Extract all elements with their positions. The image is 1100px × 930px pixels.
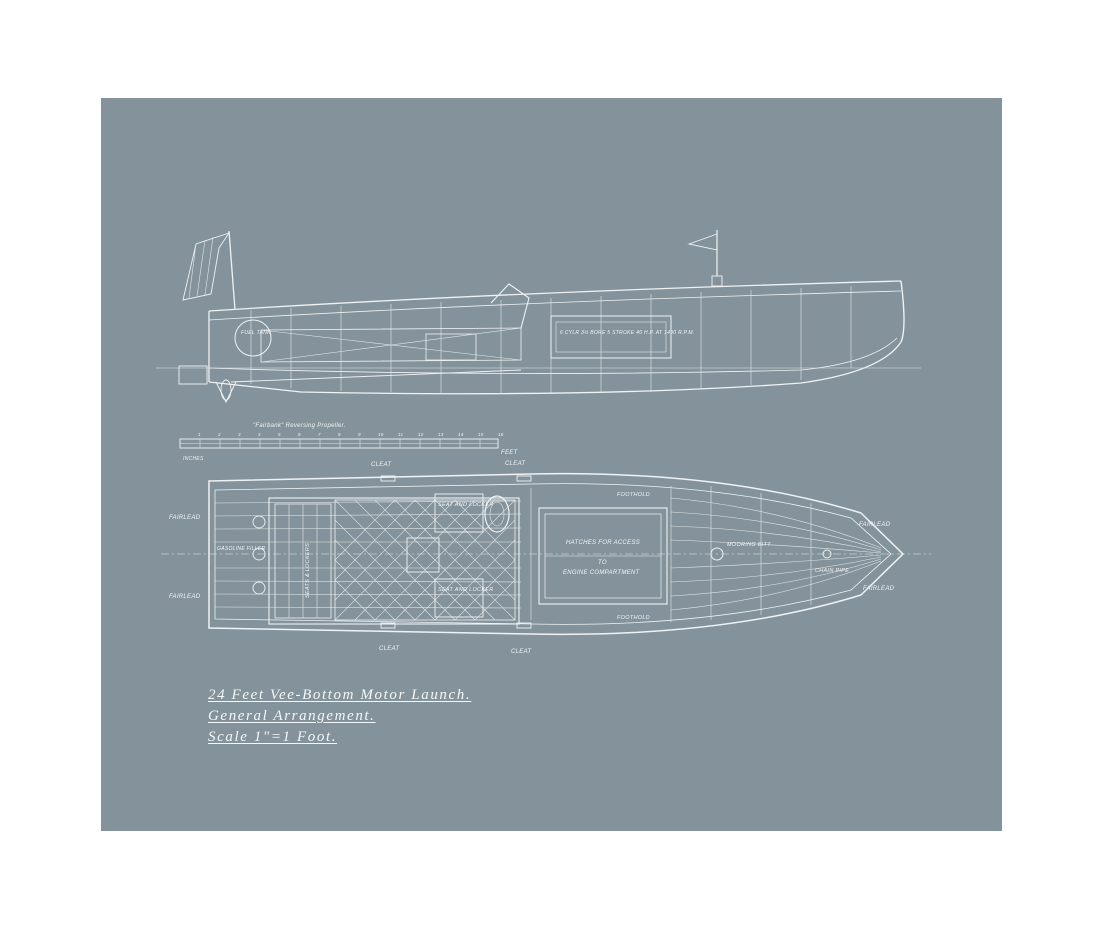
drawing-scale: Scale 1"=1 Foot. [208, 729, 338, 745]
fairlead-label-bow-top: FAIRLEAD [859, 522, 891, 528]
scale-tick-label: 1 [198, 432, 201, 437]
scale-tick-label: 2 [217, 432, 221, 437]
scale-tick-label: 6 [298, 432, 301, 437]
scale-tick-label: 13 [438, 432, 444, 437]
fairlead-label-stern-bottom: FAIRLEAD [169, 594, 201, 600]
foothold-label-top: FOOTHOLD [617, 492, 650, 498]
blueprint-sheet: FUEL TANK "Fairbank" Reversing Propeller… [101, 98, 1002, 831]
engine-compartment-label: ENGINE COMPARTMENT [563, 570, 641, 576]
reversing-propeller-label: "Fairbank" Reversing Propeller. [253, 423, 346, 429]
scale-tick-label: 5 [278, 432, 281, 437]
scale-tick-label: 4 [258, 432, 261, 437]
profile-view: FUEL TANK "Fairbank" Reversing Propeller… [156, 230, 921, 429]
plan-view: CLEAT CLEAT CLEAT CLEAT FAIRLEAD FAIRLEA… [161, 461, 931, 655]
scale-bar: FEET INCHES [179, 438, 519, 462]
cleat-label-bottom-left: CLEAT [379, 646, 400, 652]
chain-pipe-label: CHAIN PIPE [815, 568, 849, 574]
scale-tick-label: 16 [498, 432, 504, 437]
hatches-to-label: TO [598, 560, 607, 566]
scale-tick-label: 12 [418, 432, 424, 437]
boat-drawing: FUEL TANK "Fairbank" Reversing Propeller… [156, 230, 931, 655]
seat-locker-label-top: SEAT AND LOCKER [438, 502, 494, 508]
scale-tick-label: 14 [458, 432, 464, 437]
scale-tick-label: 3 [238, 432, 241, 437]
stern-flag [182, 230, 236, 311]
foothold-label-bottom: FOOTHOLD [617, 615, 650, 621]
hatches-label: HATCHES FOR ACCESS [566, 540, 640, 546]
scale-tick-label: 7 [318, 432, 321, 437]
cleat-label-top-left: CLEAT [371, 462, 392, 468]
cleat-label-top-right: CLEAT [505, 461, 526, 467]
drawing-subtitle: General Arrangement. [208, 708, 376, 724]
scale-feet-label: FEET [501, 450, 519, 456]
fairlead-label-bow-bottom: FAIRLEAD [863, 586, 895, 592]
scale-tick-label: 15 [478, 432, 484, 437]
scale-tick-label: 11 [398, 432, 403, 437]
title-block: 24 Feet Vee-Bottom Motor Launch. General… [208, 685, 708, 748]
cleat-label-bottom-right: CLEAT [511, 649, 532, 655]
scale-tick-label: 8 [338, 432, 341, 437]
scale-inches-label: INCHES [183, 456, 204, 462]
scale-tick-label: 10 [378, 432, 384, 437]
seat-locker-label-bottom: SEAT AND LOCKER [438, 587, 494, 593]
engine-spec-label: 6 CYLR 3½ BORE 5 STROKE 40 H.P. AT 1400 … [560, 329, 695, 336]
scale-tick-label: 9 [358, 432, 361, 437]
mooring-bitt-label: MOORING BITT [727, 542, 771, 548]
gasoline-filler-label: GASOLINE FILLER [217, 546, 265, 552]
fairlead-label-stern-top: FAIRLEAD [169, 515, 201, 521]
fuel-tank-label: FUEL TANK [241, 330, 271, 336]
seats-lockers-label: SEATS & LOCKERS [305, 543, 311, 598]
bow-flag [687, 230, 723, 287]
drawing-title: 24 Feet Vee-Bottom Motor Launch. [208, 687, 472, 703]
